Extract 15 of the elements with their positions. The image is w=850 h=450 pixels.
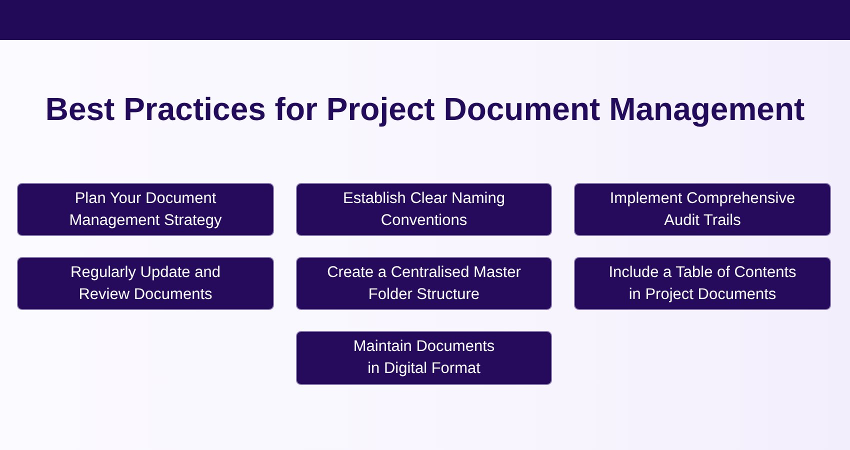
practice-label: Maintain Documents in Digital Format (352, 337, 496, 379)
practice-box (574, 257, 831, 310)
practice-label: Include a Table of Contents in Project Documents (608, 262, 798, 304)
practice-box (296, 183, 552, 236)
practice-label: Create a Centralised Master Folder Structure (326, 262, 522, 304)
practice-label: Regularly Update and Review Documents (70, 262, 222, 304)
practice-label: Plan Your Document Management Strategy (68, 188, 223, 230)
practice-label: Implement Comprehensive Audit Trails (608, 188, 796, 230)
title: Best Practices for Project Document Management (45, 90, 805, 129)
practice-box (296, 257, 552, 310)
practice-box (17, 257, 274, 310)
practice-box (296, 331, 552, 385)
practice-box (574, 183, 831, 236)
practice-label: Establish Clear Naming Conventions (342, 188, 506, 230)
practice-box (17, 183, 274, 236)
